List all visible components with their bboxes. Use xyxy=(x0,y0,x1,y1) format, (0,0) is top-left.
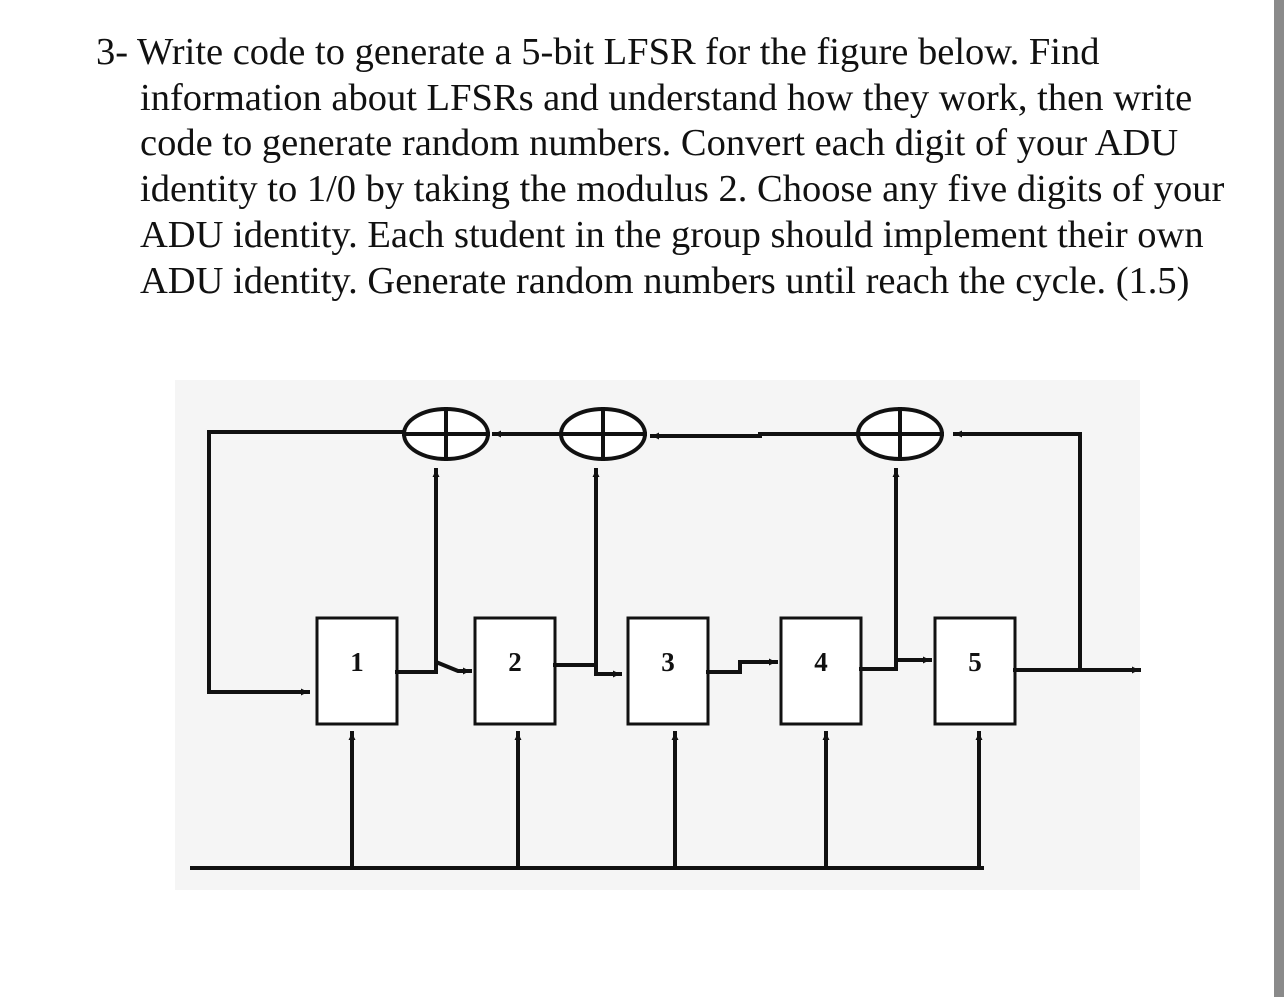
question-line: ADU identity. Generate random numbers un… xyxy=(140,259,1190,302)
register-2 xyxy=(473,616,557,726)
xor-gate-2 xyxy=(559,407,647,461)
question-line: identity to 1/0 by taking the modulus 2.… xyxy=(140,168,1225,211)
question-line: code to generate random numbers. Convert… xyxy=(140,122,1179,165)
question-line: information about LFSRs and understand h… xyxy=(140,76,1193,119)
register-5 xyxy=(933,616,1017,726)
tap-output xyxy=(953,430,1082,672)
register-3-label: 3 xyxy=(661,647,675,677)
question-line: ADU identity. Each student in the group … xyxy=(140,213,1204,256)
register-2-label: 2 xyxy=(508,647,522,677)
xor-gate-3 xyxy=(856,407,944,461)
register-4 xyxy=(779,616,863,726)
register-5-label: 5 xyxy=(968,647,982,677)
page-edge-scrollbar xyxy=(1274,0,1284,997)
register-1-label: 1 xyxy=(350,647,364,677)
xor-gate-1 xyxy=(402,407,490,461)
register-3 xyxy=(626,616,710,726)
question-line: 3- Write code to generate a 5-bit LFSR f… xyxy=(96,31,1100,73)
feedback-line xyxy=(207,430,406,694)
register-1 xyxy=(315,616,399,726)
question-text: 3- Write code to generate a 5-bit LFSR f… xyxy=(96,30,1256,304)
shift-3-4 xyxy=(706,658,778,674)
register-4-label: 4 xyxy=(814,647,828,677)
shift-2-3 xyxy=(553,663,622,678)
xor3-to-xor2 xyxy=(650,432,858,440)
